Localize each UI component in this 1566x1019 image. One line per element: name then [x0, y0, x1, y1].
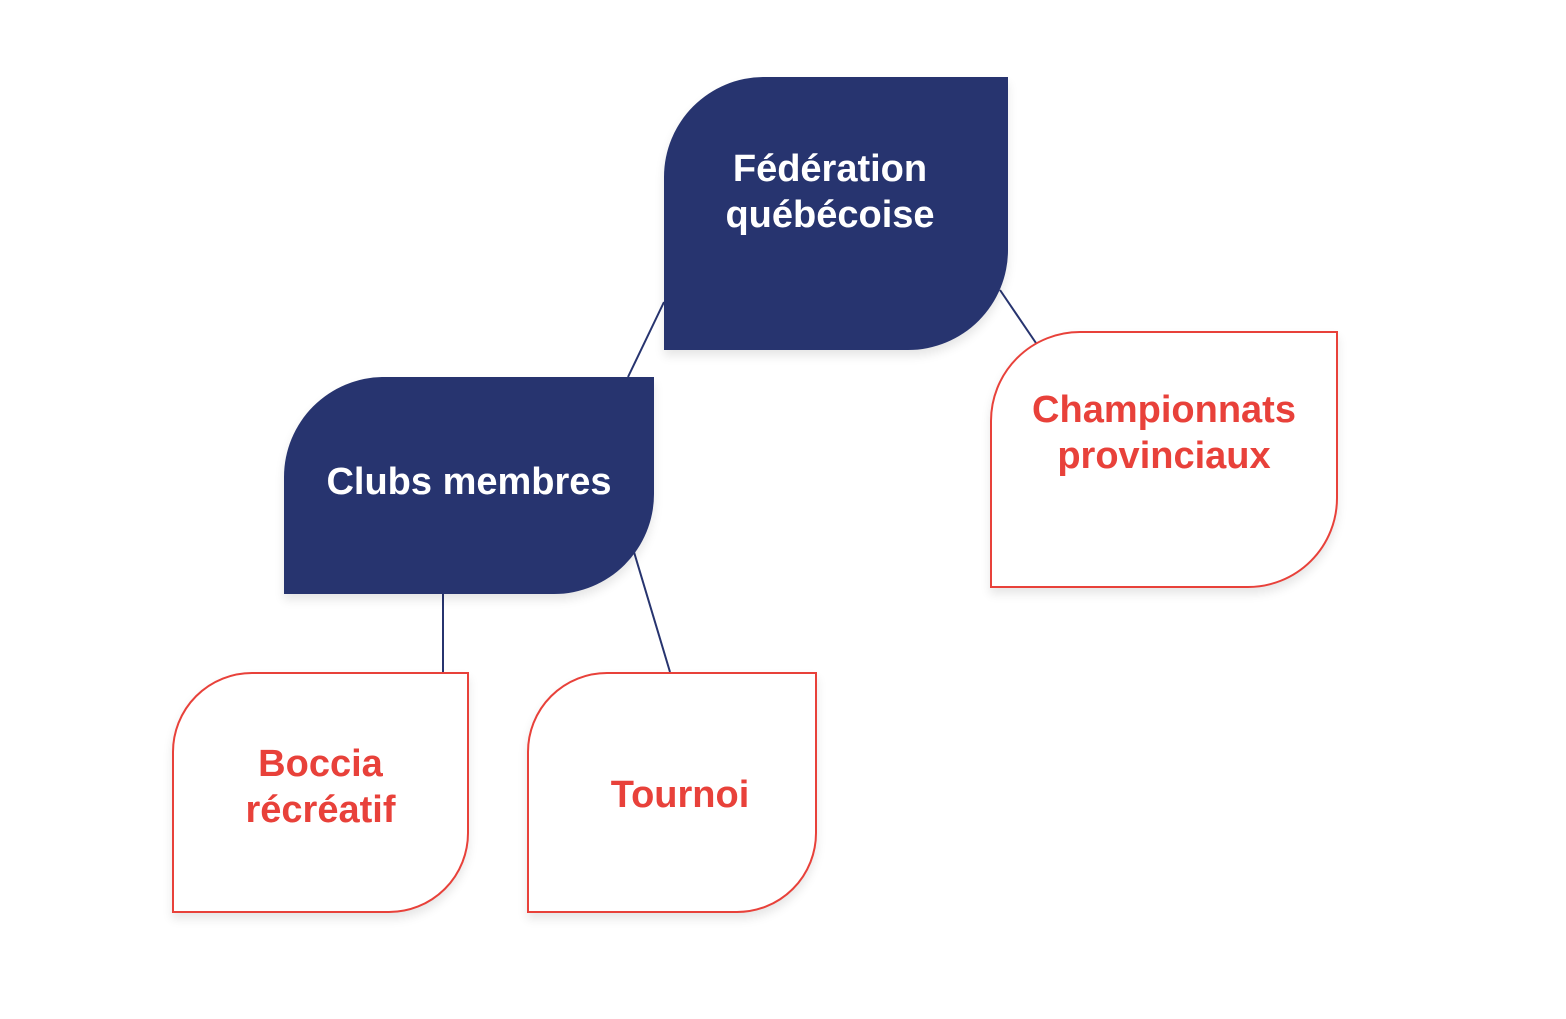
node-clubs-label: Clubs membres	[326, 460, 612, 503]
node-championnats-label-line1: Championnats	[1032, 388, 1296, 431]
node-federation-label-line1: Fédération	[732, 147, 928, 190]
node-boccia-label-line2: récréatif	[245, 788, 396, 831]
node-championnats-label: Championnats provinciaux	[1032, 387, 1296, 479]
node-championnats-label-line2: provinciaux	[1057, 434, 1271, 477]
node-boccia-recreatif: Boccia récréatif	[172, 672, 469, 913]
connector-federation-clubs	[627, 301, 665, 378]
node-federation-label: Fédération québécoise	[725, 146, 934, 238]
node-clubs-membres: Clubs membres	[284, 377, 654, 594]
node-boccia-label: Boccia récréatif	[246, 741, 396, 833]
node-federation-quebecoise: Fédération québécoise	[664, 77, 1008, 350]
node-championnats-provinciaux: Championnats provinciaux	[990, 331, 1338, 588]
node-tournoi-label: Tournoi	[610, 773, 750, 816]
node-boccia-label-line1: Boccia	[258, 742, 383, 785]
connector-federation-championnats	[999, 289, 1039, 347]
connector-clubs-tournoi	[633, 551, 671, 673]
node-tournoi: Tournoi	[527, 672, 817, 913]
node-federation-label-line2: québécoise	[725, 193, 935, 236]
